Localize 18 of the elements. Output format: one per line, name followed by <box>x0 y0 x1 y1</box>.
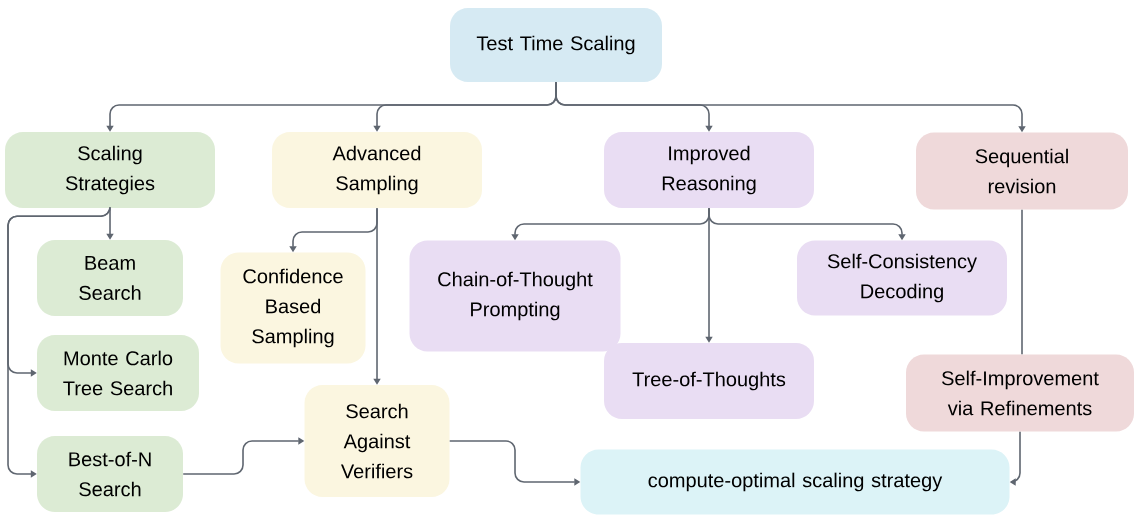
process-box: Best-of-N Search <box>37 436 183 512</box>
process-box: Beam Search <box>37 240 183 316</box>
process-box: Tree-of-Thoughts <box>604 343 814 419</box>
process-box: Advanced Sampling <box>272 132 482 208</box>
process-box: compute-optimal scaling strategy <box>580 449 1010 515</box>
process-box: Self-Improvement via Refinements <box>906 354 1134 432</box>
arrow <box>373 207 381 385</box>
process-box: Confidence Based Sampling <box>220 252 366 364</box>
arrow <box>106 207 114 240</box>
process-box: Sequential revision <box>916 132 1128 210</box>
process-box: Test Time Scaling <box>450 8 662 82</box>
process-box: Chain-of-Thought Prompting <box>409 240 621 352</box>
process-box: Scaling Strategies <box>5 132 215 208</box>
process-box: Self-Consistency Decoding <box>797 240 1007 316</box>
process-box: Search Against Verifiers <box>304 385 450 497</box>
process-box: Monte Carlo Tree Search <box>37 335 199 411</box>
arrow <box>7 206 111 478</box>
process-box: Improved Reasoning <box>604 132 814 208</box>
